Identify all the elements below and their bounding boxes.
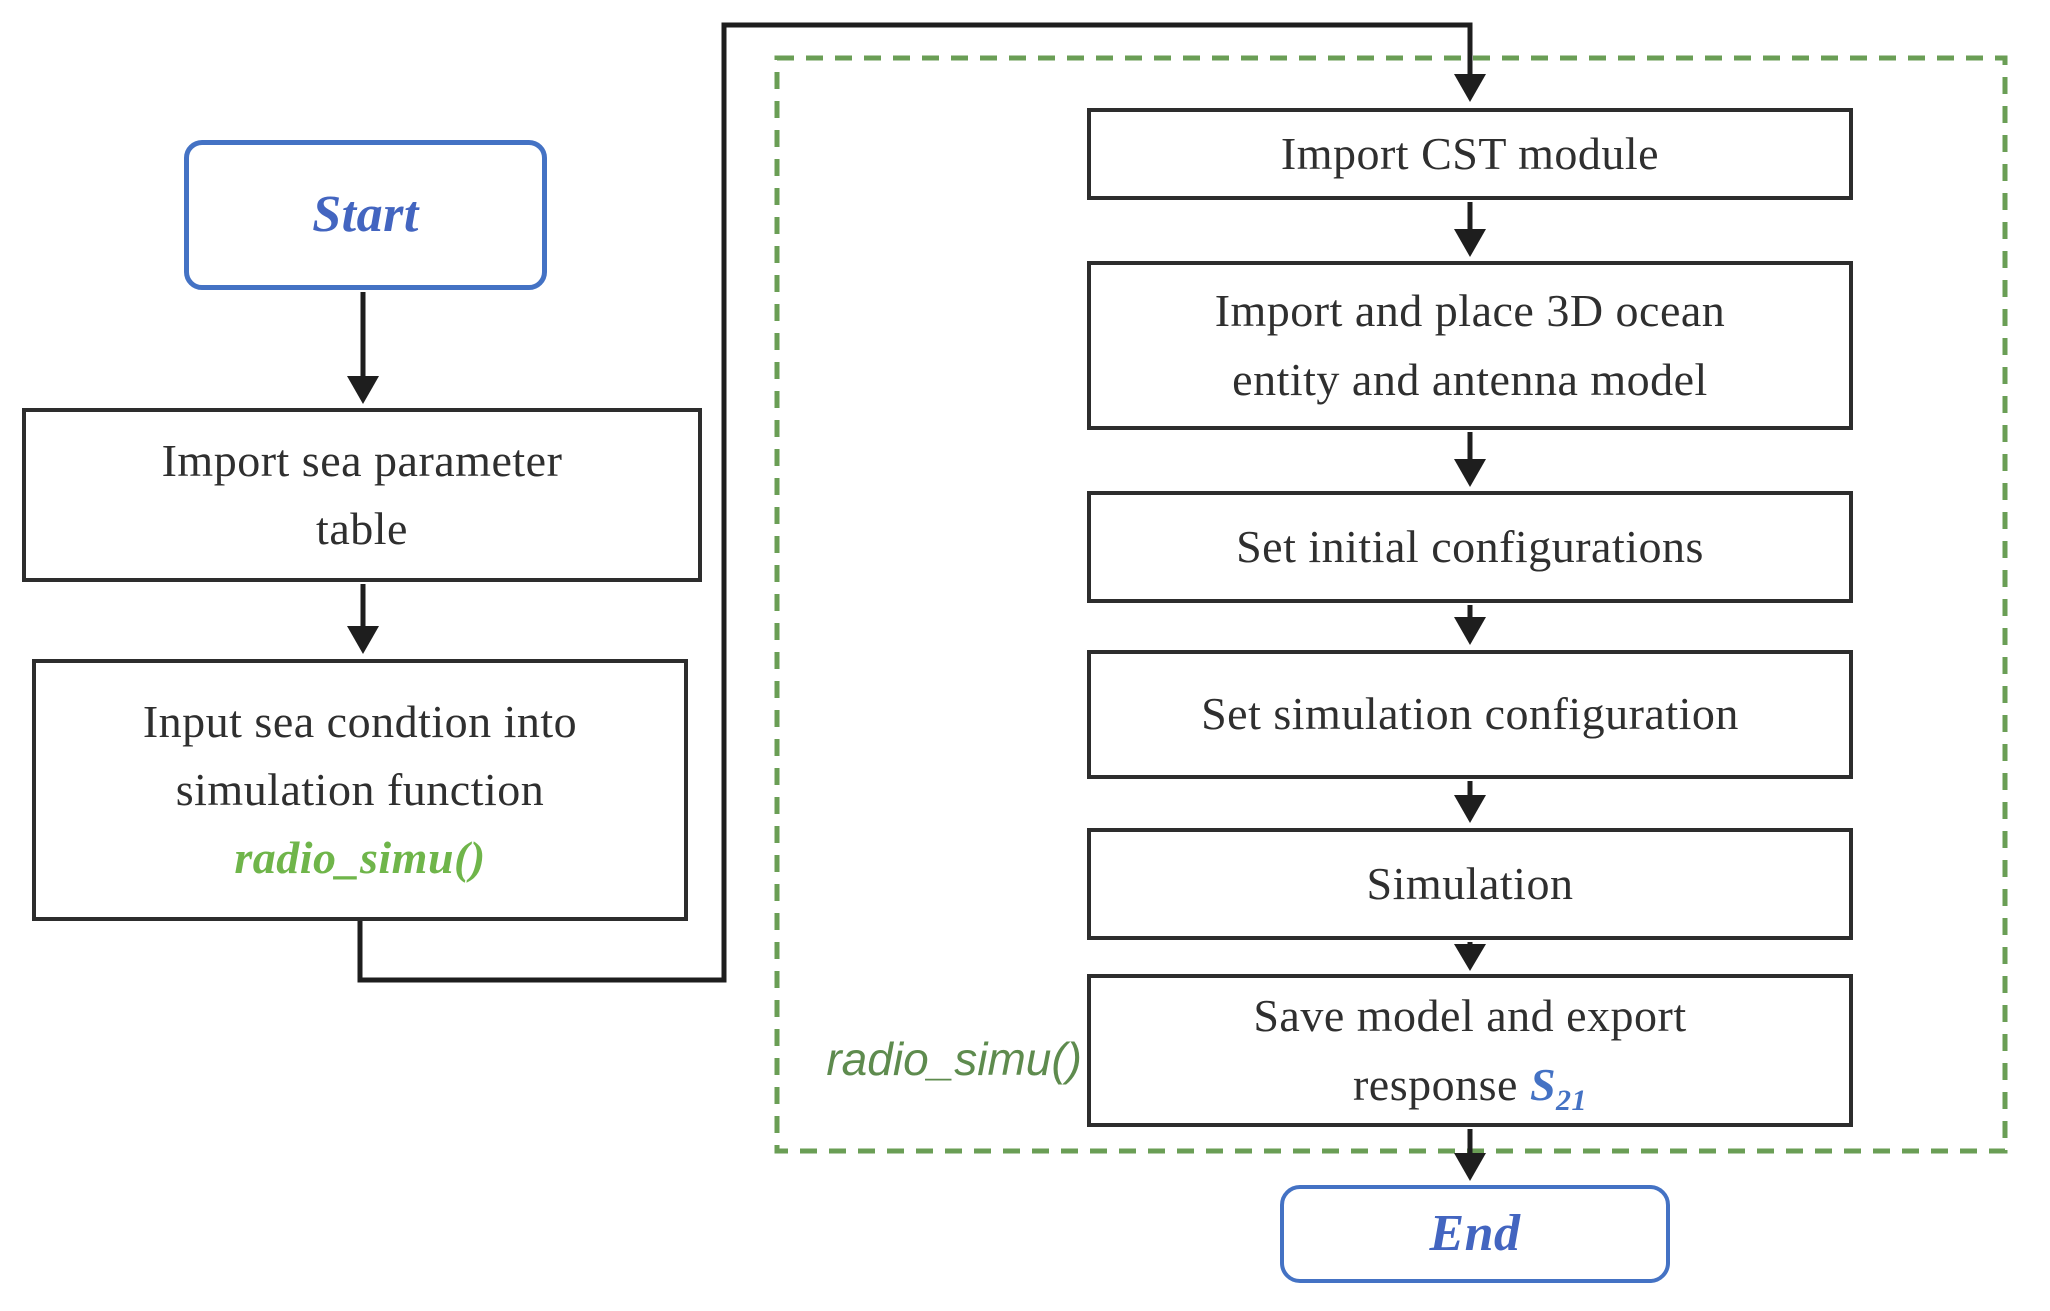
- end-node: End: [1280, 1185, 1670, 1283]
- simulation-label: Simulation: [1366, 857, 1574, 909]
- s21-symbol: S21: [1529, 1058, 1588, 1117]
- import-place-3d-node: Import and place 3D ocean entity and ant…: [1087, 261, 1853, 430]
- subroutine-label: radio_simu(): [826, 1033, 1082, 1085]
- import-place-3d-line2: entity and antenna model: [1232, 353, 1708, 405]
- save-model-export-response-text: response: [1352, 1058, 1530, 1110]
- import-cst-module-node: Import CST module: [1087, 108, 1853, 200]
- set-simulation-configuration-label: Set simulation configuration: [1201, 688, 1739, 740]
- import-sea-parameter-line2: table: [316, 503, 408, 554]
- import-place-3d-line1: Import and place 3D ocean: [1214, 285, 1726, 337]
- end-label: End: [1429, 1204, 1521, 1262]
- input-sea-condition-code: radio_simu(): [234, 832, 486, 884]
- import-sea-parameter-node: Import sea parameter table: [22, 408, 702, 582]
- set-initial-configurations-node: Set initial configurations: [1087, 491, 1853, 603]
- simulation-node: Simulation: [1087, 828, 1853, 940]
- import-sea-parameter-line1: Import sea parameter: [161, 434, 563, 486]
- save-model-export-line2: response S21: [1353, 1051, 1587, 1119]
- save-model-export-line1: Save model and export: [1253, 990, 1687, 1042]
- input-sea-condition-line1: Input sea condtion into: [142, 695, 578, 747]
- start-node: Start: [184, 140, 547, 290]
- set-simulation-configuration-node: Set simulation configuration: [1087, 650, 1853, 779]
- set-initial-configurations-label: Set initial configurations: [1236, 520, 1704, 572]
- input-sea-condition-node: Input sea condtion into simulation funct…: [32, 659, 688, 921]
- input-sea-condition-line2: simulation function: [175, 763, 545, 815]
- save-model-export-node: Save model and export response S21: [1087, 974, 1853, 1127]
- start-label: Start: [312, 185, 419, 243]
- import-cst-module-label: Import CST module: [1280, 127, 1660, 179]
